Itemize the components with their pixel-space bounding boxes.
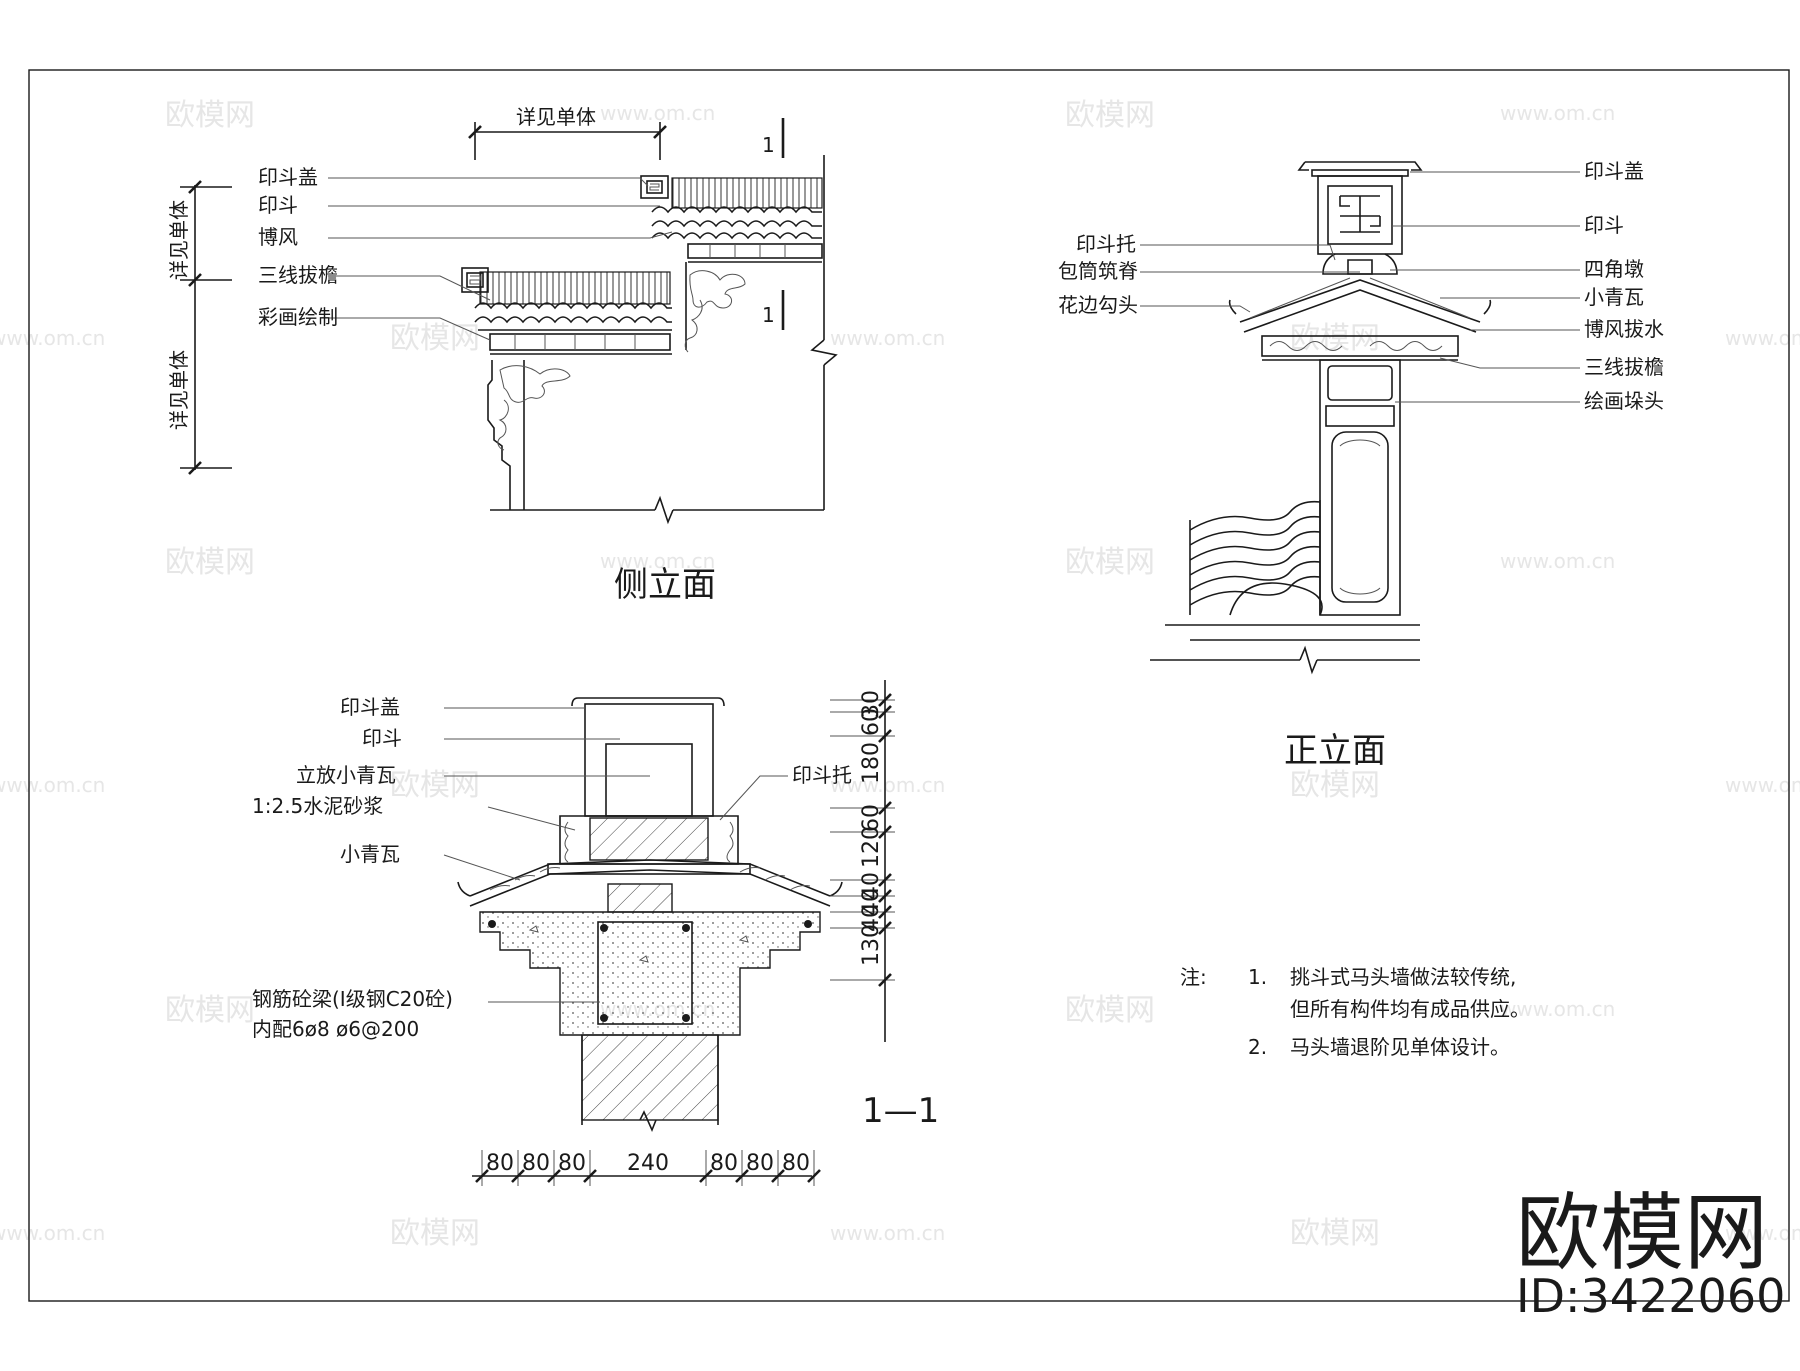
front-label-sijiaodun: 四角墩 bbox=[1584, 257, 1644, 281]
horizontal-dim-value: 80 bbox=[522, 1151, 550, 1176]
side-label-bofeng: 博风 bbox=[258, 225, 298, 249]
watermark-url: www.om.cn bbox=[830, 326, 945, 350]
watermark-url: www.om.cn bbox=[600, 549, 715, 573]
horizontal-dim-value: 80 bbox=[782, 1151, 810, 1176]
side-top-dim-label: 详见单体 bbox=[516, 105, 596, 129]
section-1-1: 印斗盖 印斗 立放小青瓦 1:2.5水泥砂浆 小青瓦 印斗托 钢筋砼梁(I级钢C… bbox=[252, 680, 939, 1186]
front-label-yindougai: 印斗盖 bbox=[1584, 159, 1644, 183]
vertical-dim-value: 60 bbox=[859, 804, 884, 832]
watermark-logo: 欧模网 bbox=[390, 768, 480, 803]
horizontal-dimension-chain: 80 80 80 240 80 80 80 bbox=[475, 1150, 821, 1186]
horizontal-dim-value: 80 bbox=[710, 1151, 738, 1176]
brand-logo-text: 欧模网 bbox=[1516, 1184, 1768, 1282]
horizontal-dim-value: 80 bbox=[558, 1151, 586, 1176]
watermark-url: www.om.cn bbox=[1725, 326, 1800, 350]
note-2-num: 2. bbox=[1248, 1035, 1267, 1059]
watermark-url: www.om.cn bbox=[0, 773, 105, 797]
watermark-url: www.om.cn bbox=[0, 326, 105, 350]
note-1-line1: 挑斗式马头墙做法较传统, bbox=[1290, 965, 1516, 989]
beam-label-line2: 内配6ø8 ø6@200 bbox=[252, 1017, 419, 1041]
horizontal-dim-value: 80 bbox=[486, 1151, 514, 1176]
side-vert-label-upper: 详见单体 bbox=[167, 200, 191, 280]
section-label-xiaoqingwa: 小青瓦 bbox=[340, 842, 400, 866]
watermark-url: www.om.cn bbox=[830, 773, 945, 797]
drawing-frame bbox=[28, 69, 1790, 1302]
section-label-yindougai: 印斗盖 bbox=[340, 695, 400, 719]
notes-block: 注: 1. 挑斗式马头墙做法较传统, 但所有构件均有成品供应。 2. 马头墙退阶… bbox=[1180, 965, 1530, 1059]
side-vert-label-lower: 详见单体 bbox=[167, 350, 191, 430]
front-label-sanxianbayan: 三线拔檐 bbox=[1584, 355, 1664, 379]
vertical-dim-value: 40 bbox=[859, 904, 884, 932]
front-label-yindoutuo: 印斗托 bbox=[1076, 232, 1136, 256]
watermark-logo: 欧模网 bbox=[390, 1216, 480, 1251]
side-view-title: 侧立面 bbox=[614, 565, 716, 605]
watermark-logo: 欧模网 bbox=[165, 98, 255, 133]
vertical-dim-value: 30 bbox=[859, 690, 884, 718]
section-label-lifang: 立放小青瓦 bbox=[296, 763, 396, 787]
side-label-yindougai: 印斗盖 bbox=[258, 165, 318, 189]
watermark-logo: 欧模网 bbox=[165, 993, 255, 1028]
watermark-logo: 欧模网 bbox=[1065, 545, 1155, 580]
watermark-url: www.om.cn bbox=[830, 1221, 945, 1245]
side-elevation: 详见单体 1 1 详见单体 详见单体 bbox=[167, 105, 838, 605]
front-label-xiaoqingwa: 小青瓦 bbox=[1584, 285, 1644, 309]
horizontal-dim-value: 240 bbox=[627, 1151, 669, 1176]
front-label-baotong: 包筒筑脊 bbox=[1058, 259, 1138, 283]
watermark-url: www.om.cn bbox=[600, 101, 715, 125]
note-1-line2: 但所有构件均有成品供应。 bbox=[1290, 997, 1530, 1021]
note-2-line1: 马头墙退阶见单体设计。 bbox=[1290, 1035, 1510, 1059]
watermark-url: www.om.cn bbox=[1500, 997, 1615, 1021]
watermark-url: www.om.cn bbox=[1725, 1221, 1800, 1245]
vertical-dim-value: 40 bbox=[859, 872, 884, 900]
beam-label-line1: 钢筋砼梁(I级钢C20砼) bbox=[252, 987, 453, 1011]
vertical-dim-value: 180 bbox=[859, 742, 884, 784]
watermark-url: www.om.cn bbox=[1500, 549, 1615, 573]
section-mark-top: 1 bbox=[762, 133, 775, 157]
brand-id-text: ID:3422060 bbox=[1516, 1269, 1785, 1323]
side-label-sanxian: 三线拔檐 bbox=[258, 263, 338, 287]
watermark-url: www.om.cn bbox=[1500, 101, 1615, 125]
note-1-num: 1. bbox=[1248, 965, 1267, 989]
side-label-yindou: 印斗 bbox=[258, 193, 298, 217]
brand-watermark: 欧模网 ID:3422060 bbox=[1516, 1184, 1785, 1323]
vertical-dim-value: 120 bbox=[859, 826, 884, 868]
watermark-url: www.om.cn bbox=[0, 1221, 105, 1245]
notes-prefix: 注: bbox=[1180, 965, 1207, 989]
section-label-yindoutuo: 印斗托 bbox=[792, 763, 852, 787]
watermark-logo: 欧模网 bbox=[165, 545, 255, 580]
front-label-yindou: 印斗 bbox=[1584, 213, 1624, 237]
front-label-huabian: 花边勾头 bbox=[1058, 293, 1138, 317]
side-label-caihua: 彩画绘制 bbox=[258, 305, 338, 329]
vertical-dim-value: 60 bbox=[859, 708, 884, 736]
vertical-dim-value: 130 bbox=[859, 924, 884, 966]
section-label-mortar: 1:2.5水泥砂浆 bbox=[252, 794, 383, 818]
horizontal-dim-value: 80 bbox=[746, 1151, 774, 1176]
watermark-logo: 欧模网 bbox=[1065, 98, 1155, 133]
front-label-huihuaduotou: 绘画垛头 bbox=[1584, 389, 1664, 413]
section-mark-bottom: 1 bbox=[762, 303, 775, 327]
front-label-bofengbashui: 博风拔水 bbox=[1584, 317, 1664, 341]
vertical-dim-value: 40 bbox=[859, 888, 884, 916]
watermark-url: www.om.cn bbox=[1725, 773, 1800, 797]
front-view-title: 正立面 bbox=[1284, 731, 1386, 771]
section-label-yindou: 印斗 bbox=[362, 726, 402, 750]
watermark-logo: 欧模网 bbox=[390, 321, 480, 356]
watermark-logo: 欧模网 bbox=[1290, 768, 1380, 803]
section-view-title: 1—1 bbox=[862, 1091, 939, 1131]
watermark-logo: 欧模网 bbox=[1290, 1216, 1380, 1251]
front-elevation: 印斗托 包筒筑脊 花边勾头 印斗盖 印斗 四角墩 小青瓦 博风拔水 三线拔檐 绘… bbox=[1058, 159, 1664, 771]
watermark-logo: 欧模网 bbox=[1065, 993, 1155, 1028]
